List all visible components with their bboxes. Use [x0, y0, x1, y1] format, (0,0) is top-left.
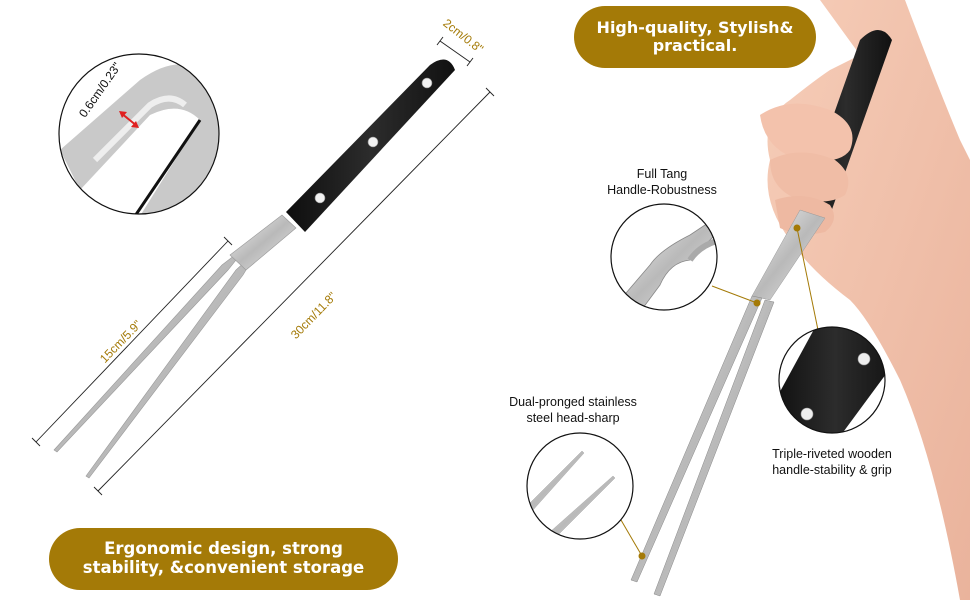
top-banner-line1: High-quality, Stylish&	[596, 17, 794, 37]
prong-width-zoom	[58, 53, 220, 215]
dual-pronged-callout: Dual-pronged stainless steel head-sharp	[493, 394, 653, 426]
hand-holding-fork	[630, 0, 970, 600]
prong-tips-zoom	[526, 432, 634, 540]
triple-riveted-line1: Triple-riveted wooden	[772, 447, 892, 461]
bottom-feature-banner: Ergonomic design, strong stability, &con…	[49, 528, 398, 590]
dual-pronged-line2: steel head-sharp	[526, 411, 620, 425]
bottom-banner-line1: Ergonomic design, strong	[104, 539, 343, 559]
bottom-banner-line2: stability, &convenient storage	[82, 558, 365, 577]
triple-riveted-callout: Triple-riveted wooden handle-stability &…	[752, 446, 912, 478]
left-fork	[53, 59, 455, 479]
callout-connectors	[620, 224, 819, 560]
top-banner-line2: practical.	[652, 36, 738, 55]
top-feature-banner: High-quality, Stylish& practical.	[574, 6, 816, 68]
dual-pronged-line1: Dual-pronged stainless	[509, 395, 637, 409]
triple-riveted-line2: handle-stability & grip	[772, 463, 892, 477]
full-tang-line1: Full Tang	[636, 167, 688, 181]
full-tang-callout: Full Tang Handle-Robustness	[592, 166, 732, 198]
full-tang-line2: Handle-Robustness	[607, 183, 717, 197]
dimension-lines	[31, 36, 495, 496]
full-tang-zoom	[610, 203, 718, 311]
